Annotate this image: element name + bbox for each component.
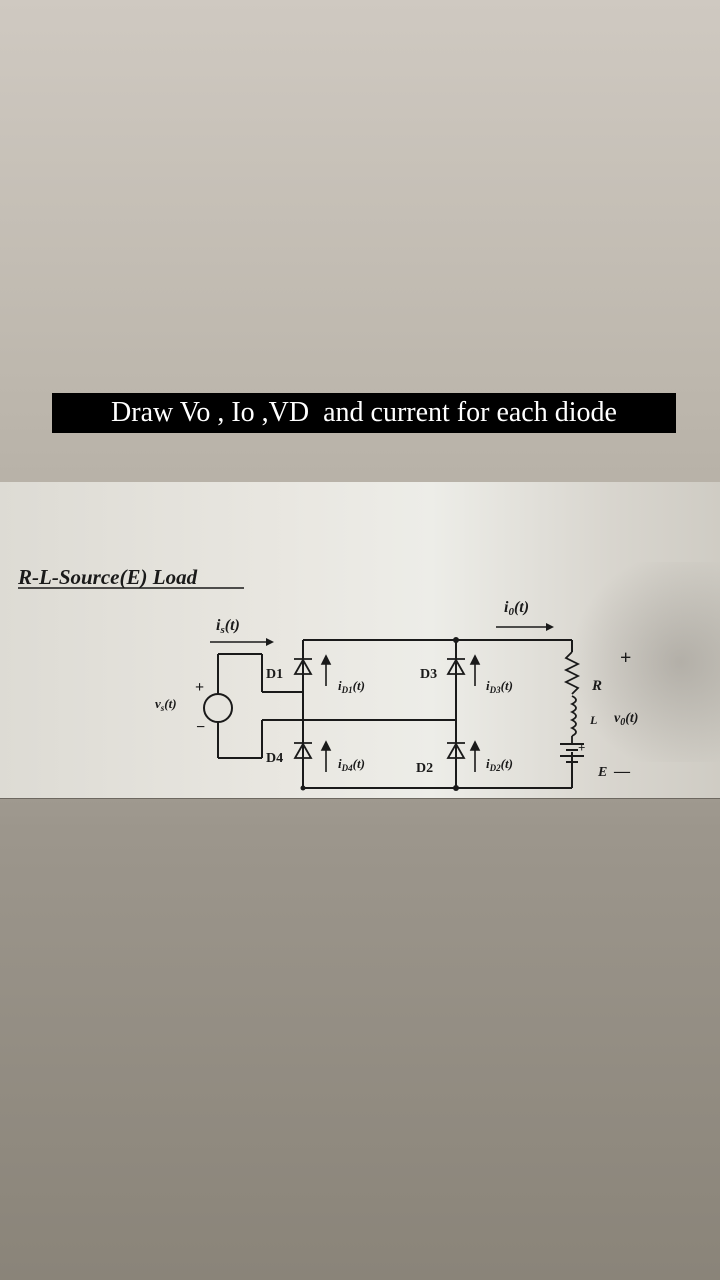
id1-label: iD1(t) [338,678,365,695]
diode-d2 [446,742,466,759]
inductor-symbol [569,695,577,737]
d3-label: D3 [420,667,437,682]
r-label: R [591,678,602,694]
junctions [300,637,459,791]
battery-symbol [560,743,584,763]
is-arrowhead [266,638,274,646]
source-plus: + [195,679,204,696]
l-label: L [589,713,597,727]
battery-plus: + [578,740,585,755]
diode-current-arrows [320,654,481,772]
e-label: E [597,765,607,780]
shadow [560,562,720,762]
source-minus: − [196,719,205,736]
id2-label: iD2(t) [486,756,513,773]
vo-label: v0(t) [614,711,638,728]
circuit-photo: R-L-Source(E) Load is(t) i0(t) [0,482,720,799]
diagram-heading: R-L-Source(E) Load [17,565,198,589]
vs-label: vs(t) [155,696,177,713]
output-plus: + [620,647,631,669]
diode-d4 [293,742,313,759]
ac-source-symbol [203,693,233,723]
diode-d3 [446,658,466,675]
io-arrowhead [546,623,554,631]
output-minus: — [613,763,631,780]
d1-label: D1 [266,667,283,682]
bridge-rectifier-diagram: R-L-Source(E) Load is(t) i0(t) [17,565,638,791]
id4-label: iD4(t) [338,756,365,773]
io-label: i0(t) [504,599,529,618]
d2-label: D2 [416,761,433,776]
wires [217,639,573,789]
story-caption: Draw Vo , Io ,VD and current for each di… [52,393,676,433]
id3-label: iD3(t) [486,678,513,695]
diode-d1 [293,658,313,675]
d4-label: D4 [266,751,283,766]
resistor-symbol [563,651,581,695]
is-label: is(t) [216,617,240,636]
diode-symbols [293,658,466,759]
